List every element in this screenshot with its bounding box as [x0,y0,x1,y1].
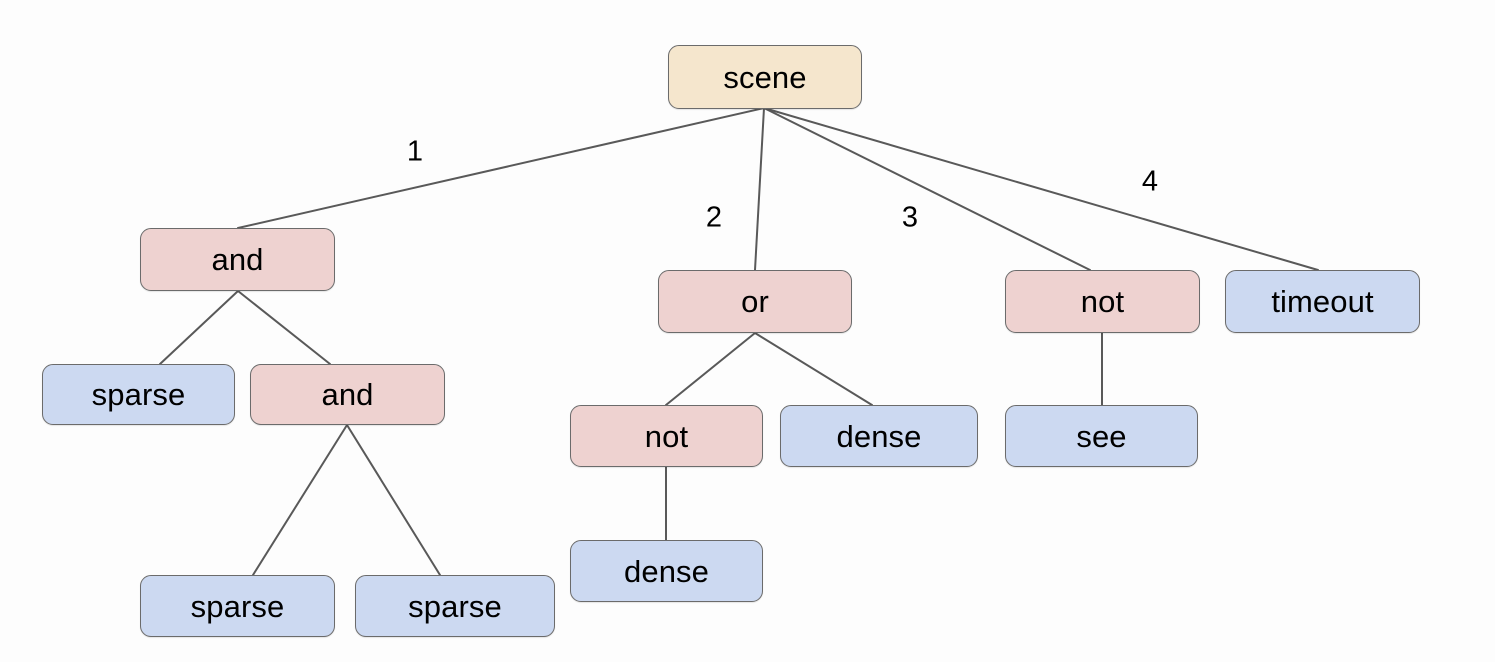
tree-edge-and2-to-sparse2 [252,424,348,576]
tree-node-dense1[interactable]: dense [780,405,978,467]
edge-label-2: 2 [705,201,723,234]
tree-node-sparse1[interactable]: sparse [42,364,235,425]
tree-edge-scene-to-timeout1 [763,107,1319,271]
tree-edge-scene-to-not1 [763,107,1091,271]
tree-edge-and2-to-sparse3 [346,424,441,576]
tree-node-and2[interactable]: and [250,364,445,425]
tree-edge-and1-to-sparse1 [159,290,239,365]
tree-node-scene[interactable]: scene [668,45,862,109]
tree-node-and1[interactable]: and [140,228,335,291]
tree-node-see1[interactable]: see [1005,405,1198,467]
tree-node-timeout1[interactable]: timeout [1225,270,1420,333]
tree-edge-scene-to-and1 [237,107,765,229]
tree-edge-or1-to-dense1 [754,332,873,406]
tree-node-dense2[interactable]: dense [570,540,763,602]
tree-node-sparse2[interactable]: sparse [140,575,335,637]
tree-node-or1[interactable]: or [658,270,852,333]
edge-label-4: 4 [1141,165,1159,198]
tree-edge-scene-to-or1 [754,107,765,271]
tree-edge-or1-to-not2 [665,332,756,406]
tree-node-not1[interactable]: not [1005,270,1200,333]
tree-node-not2[interactable]: not [570,405,763,467]
edge-label-3: 3 [901,201,919,234]
tree-node-sparse3[interactable]: sparse [355,575,555,637]
tree-edge-and1-to-and2 [237,290,331,365]
edge-label-1: 1 [406,135,424,168]
